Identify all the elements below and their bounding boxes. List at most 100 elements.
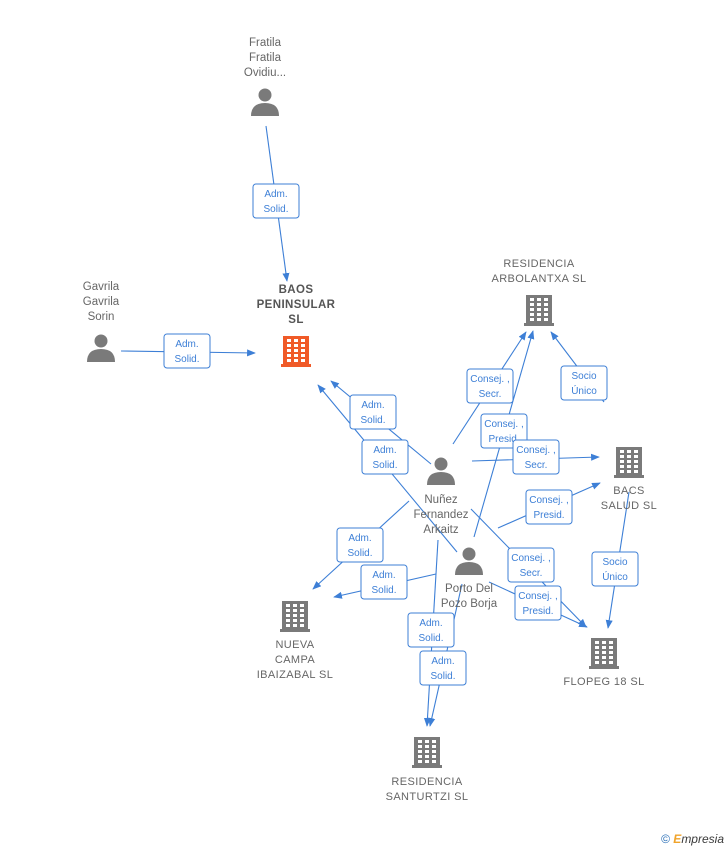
edge-label-text: Adm. (264, 189, 287, 200)
copyright-symbol: © (661, 832, 670, 846)
node-label: SANTURTZI SL (386, 791, 469, 803)
edge-label-box[interactable] (514, 585, 562, 621)
edge-label-text: Solid. (430, 671, 455, 682)
node-label: Porto Del (445, 583, 493, 595)
node-label: RESIDENCIA (503, 258, 574, 270)
edge-label[interactable]: Adm.Solid. (361, 439, 409, 475)
edge-label-box[interactable] (361, 439, 409, 475)
person-icon (87, 334, 115, 362)
edge-label-text: Solid. (418, 633, 443, 644)
edge-label[interactable]: Adm. Solid. (419, 650, 467, 686)
edge-label[interactable]: Adm. Solid. (349, 394, 397, 430)
edge-label-text: Solid. (174, 354, 199, 365)
node-label: Pozo Borja (441, 598, 498, 610)
edge-label[interactable]: Consej. , Secr. (512, 439, 560, 475)
node-label: BACS (613, 485, 645, 497)
node-label: Sorin (88, 311, 115, 323)
node-label: SALUD SL (601, 500, 657, 512)
node-label: SL (288, 314, 304, 326)
edge-label-text: Socio (571, 371, 596, 382)
edge-label-box[interactable] (480, 413, 528, 449)
edge-label-box[interactable] (349, 394, 397, 430)
edge-label-box[interactable] (336, 527, 384, 563)
edge-label[interactable]: Adm. Solid. (252, 183, 300, 219)
edge-label-text: Secr. (520, 568, 543, 579)
node-label: Arkaitz (423, 524, 458, 536)
edge-label-box[interactable] (419, 650, 467, 686)
edge-label-text: Adm. (175, 339, 198, 350)
node-flopeg[interactable]: FLOPEG 18 SL (563, 638, 644, 688)
person-icon (427, 457, 455, 485)
node-label: BAOS (279, 284, 314, 296)
node-label: FLOPEG 18 SL (563, 676, 644, 688)
edge-label[interactable]: Consej. , Presid. (514, 585, 562, 621)
node-label: Gavrila (83, 296, 120, 308)
edge-label-text: Consej. , (511, 553, 550, 564)
building-icon (589, 638, 619, 669)
edge-label[interactable]: Adm. Solid. (360, 564, 408, 600)
node-label: ARBOLANTXA SL (491, 273, 586, 285)
node-label: Nuñez (424, 494, 457, 506)
edge-label-text: Adm. (372, 570, 395, 581)
edge-label-box[interactable] (507, 547, 555, 583)
building-icon (412, 737, 442, 768)
person-icon (251, 88, 279, 116)
edge-label-text: Solid. (263, 204, 288, 215)
edge-label-text: Solid. (360, 415, 385, 426)
building-icon (280, 601, 310, 632)
edge-label-text: Único (602, 570, 628, 583)
edge-label-box[interactable] (407, 612, 455, 648)
node-label: Fratila (249, 52, 282, 64)
edge-label[interactable]: Consej. ,Secr. (466, 368, 514, 404)
edge-label-box[interactable] (252, 183, 300, 219)
edge-label[interactable]: Adm.Solid. (407, 612, 455, 648)
edge-label-text: Consej. , (516, 445, 555, 456)
node-label: Gavrila (83, 281, 120, 293)
edge-label-text: Consej. , (529, 495, 568, 506)
node-label: RESIDENCIA (391, 776, 462, 788)
building-icon (281, 336, 311, 367)
edge-label-text: Socio (602, 557, 627, 568)
edge-label-box[interactable] (360, 564, 408, 600)
edge-label-text: Adm. (361, 400, 384, 411)
node-res-arbolantxa[interactable]: RESIDENCIA ARBOLANTXA SL (491, 258, 586, 326)
edge-label-box[interactable] (591, 551, 639, 587)
edge-label-text: Secr. (479, 389, 502, 400)
node-label: IBAIZABAL SL (257, 669, 334, 681)
edge-label-text: Presid. (522, 606, 553, 617)
edge-label-box[interactable] (512, 439, 560, 475)
edge-label[interactable]: Consej. ,Presid. (480, 413, 528, 449)
edge-label-text: Consej. , (518, 591, 557, 602)
edge-label-text: Solid. (372, 460, 397, 471)
edge-label-text: Solid. (371, 585, 396, 596)
edge-label-box[interactable] (560, 365, 608, 401)
node-label: Ovidiu... (244, 67, 286, 79)
edge-label[interactable]: Adm. Solid. (336, 527, 384, 563)
edge-label[interactable]: Consej. , Secr. (507, 547, 555, 583)
edge-label-text: Solid. (347, 548, 372, 559)
node-bacs[interactable]: BACS SALUD SL (601, 447, 657, 512)
edge-label-box[interactable] (163, 333, 211, 369)
node-fratila[interactable]: FratilaFratilaOvidiu... (244, 37, 286, 116)
person-icon (455, 547, 483, 575)
edge-label-box[interactable] (525, 489, 573, 525)
edge-label[interactable]: Adm. Solid. (163, 333, 211, 369)
edge-label-text: Adm. (348, 533, 371, 544)
edge-label-box[interactable] (466, 368, 514, 404)
edge-label[interactable]: Consej. ,Presid. (525, 489, 573, 525)
edge-label-text: Presid. (488, 434, 519, 445)
node-res-santurtzi[interactable]: RESIDENCIA SANTURTZI SL (386, 737, 469, 803)
edge-label-text: Adm. (431, 656, 454, 667)
node-label: NUEVA (275, 639, 314, 651)
copyright-footer: © Empresia (661, 832, 724, 846)
edge-label-text: Secr. (525, 460, 548, 471)
node-label: Fernandez (414, 509, 469, 521)
